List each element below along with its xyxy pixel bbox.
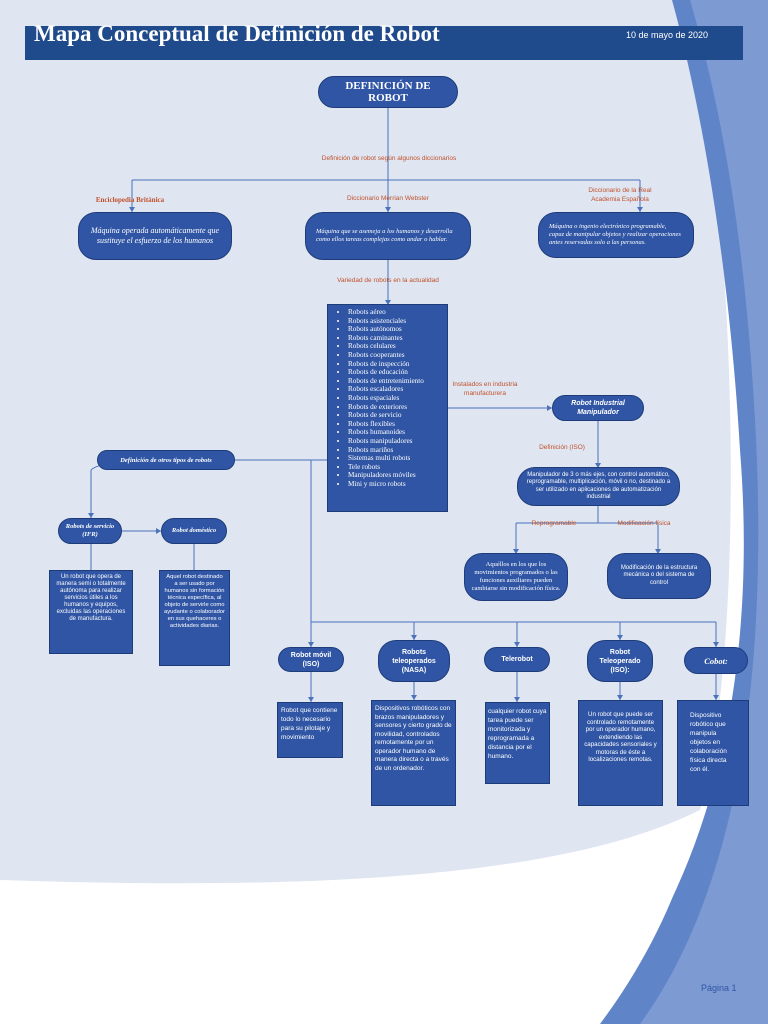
dict-name-rae: Diccionario de la Real Academia Española bbox=[588, 187, 652, 203]
robot-type-item: Robots de educación bbox=[348, 368, 445, 377]
dict-def-rae: Máquina o ingenio electrónico programabl… bbox=[538, 212, 694, 258]
teleoperated-nasa-node: Robots teleoperados (NASA) bbox=[378, 640, 450, 682]
title-bar bbox=[25, 26, 743, 60]
root-node: DEFINICIÓN DE ROBOT bbox=[318, 76, 458, 108]
robot-type-item: Robots cooperantes bbox=[348, 351, 445, 360]
domestic-robot-definition: Aquel robot destinado a ser usado por hu… bbox=[159, 570, 230, 666]
robot-type-item: Robots autónomos bbox=[348, 325, 445, 334]
robot-type-item: Robots humanoides bbox=[348, 428, 445, 437]
robot-type-item: Tele robots bbox=[348, 463, 445, 472]
label-iso-definition: Definición (ISO) bbox=[539, 444, 585, 451]
mobile-robot-definition: Robot que contiene todo lo necesario par… bbox=[277, 702, 343, 758]
dict-def-britannica: Máquina operada automáticamente que sust… bbox=[78, 212, 232, 260]
robot-type-item: Robots de exteriores bbox=[348, 403, 445, 412]
robot-type-item: Sistemas multi robots bbox=[348, 454, 445, 463]
label-dictionaries: Definición de robot según algunos diccio… bbox=[321, 155, 457, 162]
robot-type-item: Robots de servicio bbox=[348, 411, 445, 420]
teleoperated-iso-definition: Un robot que puede ser controlado remota… bbox=[578, 700, 663, 806]
page-date: 10 de mayo de 2020 bbox=[626, 30, 709, 40]
label-reprogramable: Reprogramable bbox=[531, 520, 577, 527]
robot-types-box: Robots aéreoRobots asistencialesRobots a… bbox=[327, 304, 448, 512]
label-modificacion: Modificación física bbox=[617, 520, 671, 527]
industrial-definition: Manipulador de 3 o más ejes, con control… bbox=[517, 467, 680, 506]
industrial-robot-node: Robot Industrial Manipulador bbox=[552, 395, 644, 421]
service-robot-definition: Un robot que opera de manera semi o tota… bbox=[49, 570, 133, 654]
robot-type-item: Robots escaladores bbox=[348, 385, 445, 394]
cobot-node: Cobot: bbox=[684, 647, 748, 674]
dict-name-britannica: Enciclopedia Británica bbox=[95, 196, 165, 204]
reprogramable-definition: Aquéllos en los que los movimientos prog… bbox=[464, 553, 568, 601]
service-robot-node: Robots de servicio (IFR) bbox=[58, 518, 122, 544]
modificacion-definition: Modificación de la estructura mecánica o… bbox=[607, 553, 711, 599]
robot-type-item: Robots manipuladores bbox=[348, 437, 445, 446]
page-title: Mapa Conceptual de Definición de Robot bbox=[34, 21, 440, 46]
robot-type-item: Robots aéreo bbox=[348, 308, 445, 317]
robot-type-item: Mini y micro robots bbox=[348, 480, 445, 489]
robot-type-item: Robots mariños bbox=[348, 446, 445, 455]
page-number: Página 1 bbox=[701, 983, 737, 993]
other-types-node: Definición de otros tipos de robots bbox=[97, 450, 235, 470]
robot-type-item: Robots asistenciales bbox=[348, 317, 445, 326]
robot-type-item: Robots espaciales bbox=[348, 394, 445, 403]
dict-name-webster: Diccionario Merrian Webster bbox=[347, 195, 429, 202]
cobot-definition: Dispositivo robótico que manipula objeto… bbox=[677, 700, 749, 806]
robot-type-item: Robots de entretenimiento bbox=[348, 377, 445, 386]
root-line-1: DEFINICIÓN DE bbox=[345, 80, 431, 92]
robot-type-item: Robots flexibles bbox=[348, 420, 445, 429]
label-variety: Variedad de robots en la actualidad bbox=[337, 277, 439, 284]
robot-type-item: Robots de inspección bbox=[348, 360, 445, 369]
label-installed: Instalados en industria manufacturera bbox=[452, 381, 518, 397]
telerobot-node: Telerobot bbox=[484, 647, 550, 672]
teleoperated-iso-node: Robot Teleoperado (ISO): bbox=[587, 640, 653, 682]
domestic-robot-node: Robot doméstico bbox=[161, 518, 227, 544]
mobile-robot-node: Robot móvil (ISO) bbox=[278, 647, 344, 672]
robot-types-list: Robots aéreoRobots asistencialesRobots a… bbox=[330, 308, 445, 488]
teleoperated-nasa-definition: Dispositivos robóticos con brazos manipu… bbox=[371, 700, 456, 806]
dict-def-webster: Máquina que se asemeja a los humanos y d… bbox=[305, 212, 471, 260]
robot-type-item: Robots caminantes bbox=[348, 334, 445, 343]
telerobot-definition: cualquier robot cuya tarea puede ser mon… bbox=[485, 702, 550, 784]
robot-type-item: Manipuladores móviles bbox=[348, 471, 445, 480]
robot-type-item: Robots celulares bbox=[348, 342, 445, 351]
root-line-2: ROBOT bbox=[368, 92, 408, 104]
